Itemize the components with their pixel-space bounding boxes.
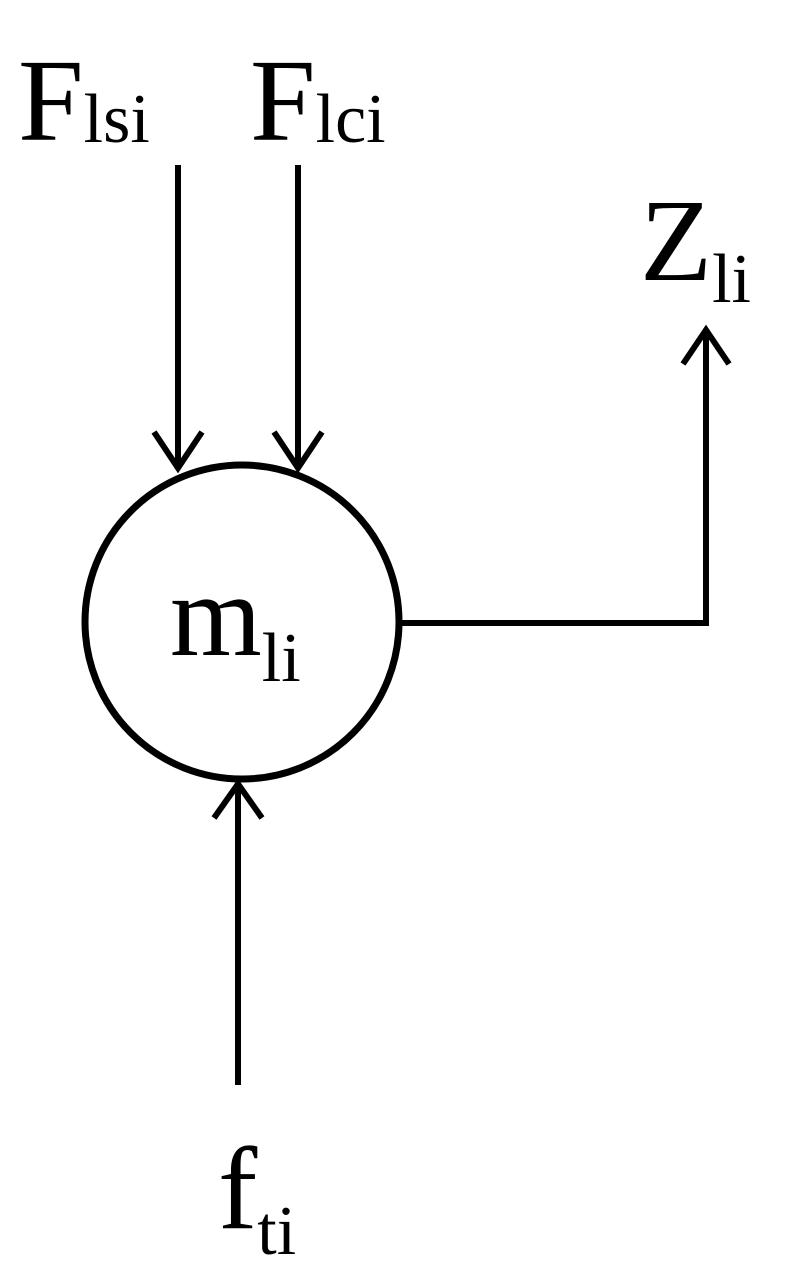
arrow-force-ti: [211, 778, 265, 1085]
label-node-m-sub: li: [262, 620, 301, 697]
label-node-m: mli: [170, 550, 301, 697]
label-force-ti-main: f: [218, 1123, 258, 1254]
label-force-ti: fti: [218, 1123, 296, 1270]
label-force-lci-sub: lci: [316, 81, 386, 158]
label-output-z-sub: li: [712, 241, 751, 318]
arrow-output-z: [399, 324, 732, 626]
label-force-lci-main: F: [250, 35, 316, 166]
label-output-z: Zli: [640, 175, 751, 318]
label-force-ti-sub: ti: [257, 1193, 296, 1270]
arrow-force-lsi: [151, 165, 205, 474]
label-force-lsi: Flsi: [18, 35, 150, 166]
label-force-lsi-main: F: [18, 35, 84, 166]
label-force-lsi-sub: lsi: [84, 81, 150, 158]
label-force-lci: Flci: [250, 35, 386, 166]
label-node-m-main: m: [170, 550, 262, 681]
arrow-force-lci: [271, 165, 325, 474]
label-output-z-main: Z: [640, 175, 712, 306]
